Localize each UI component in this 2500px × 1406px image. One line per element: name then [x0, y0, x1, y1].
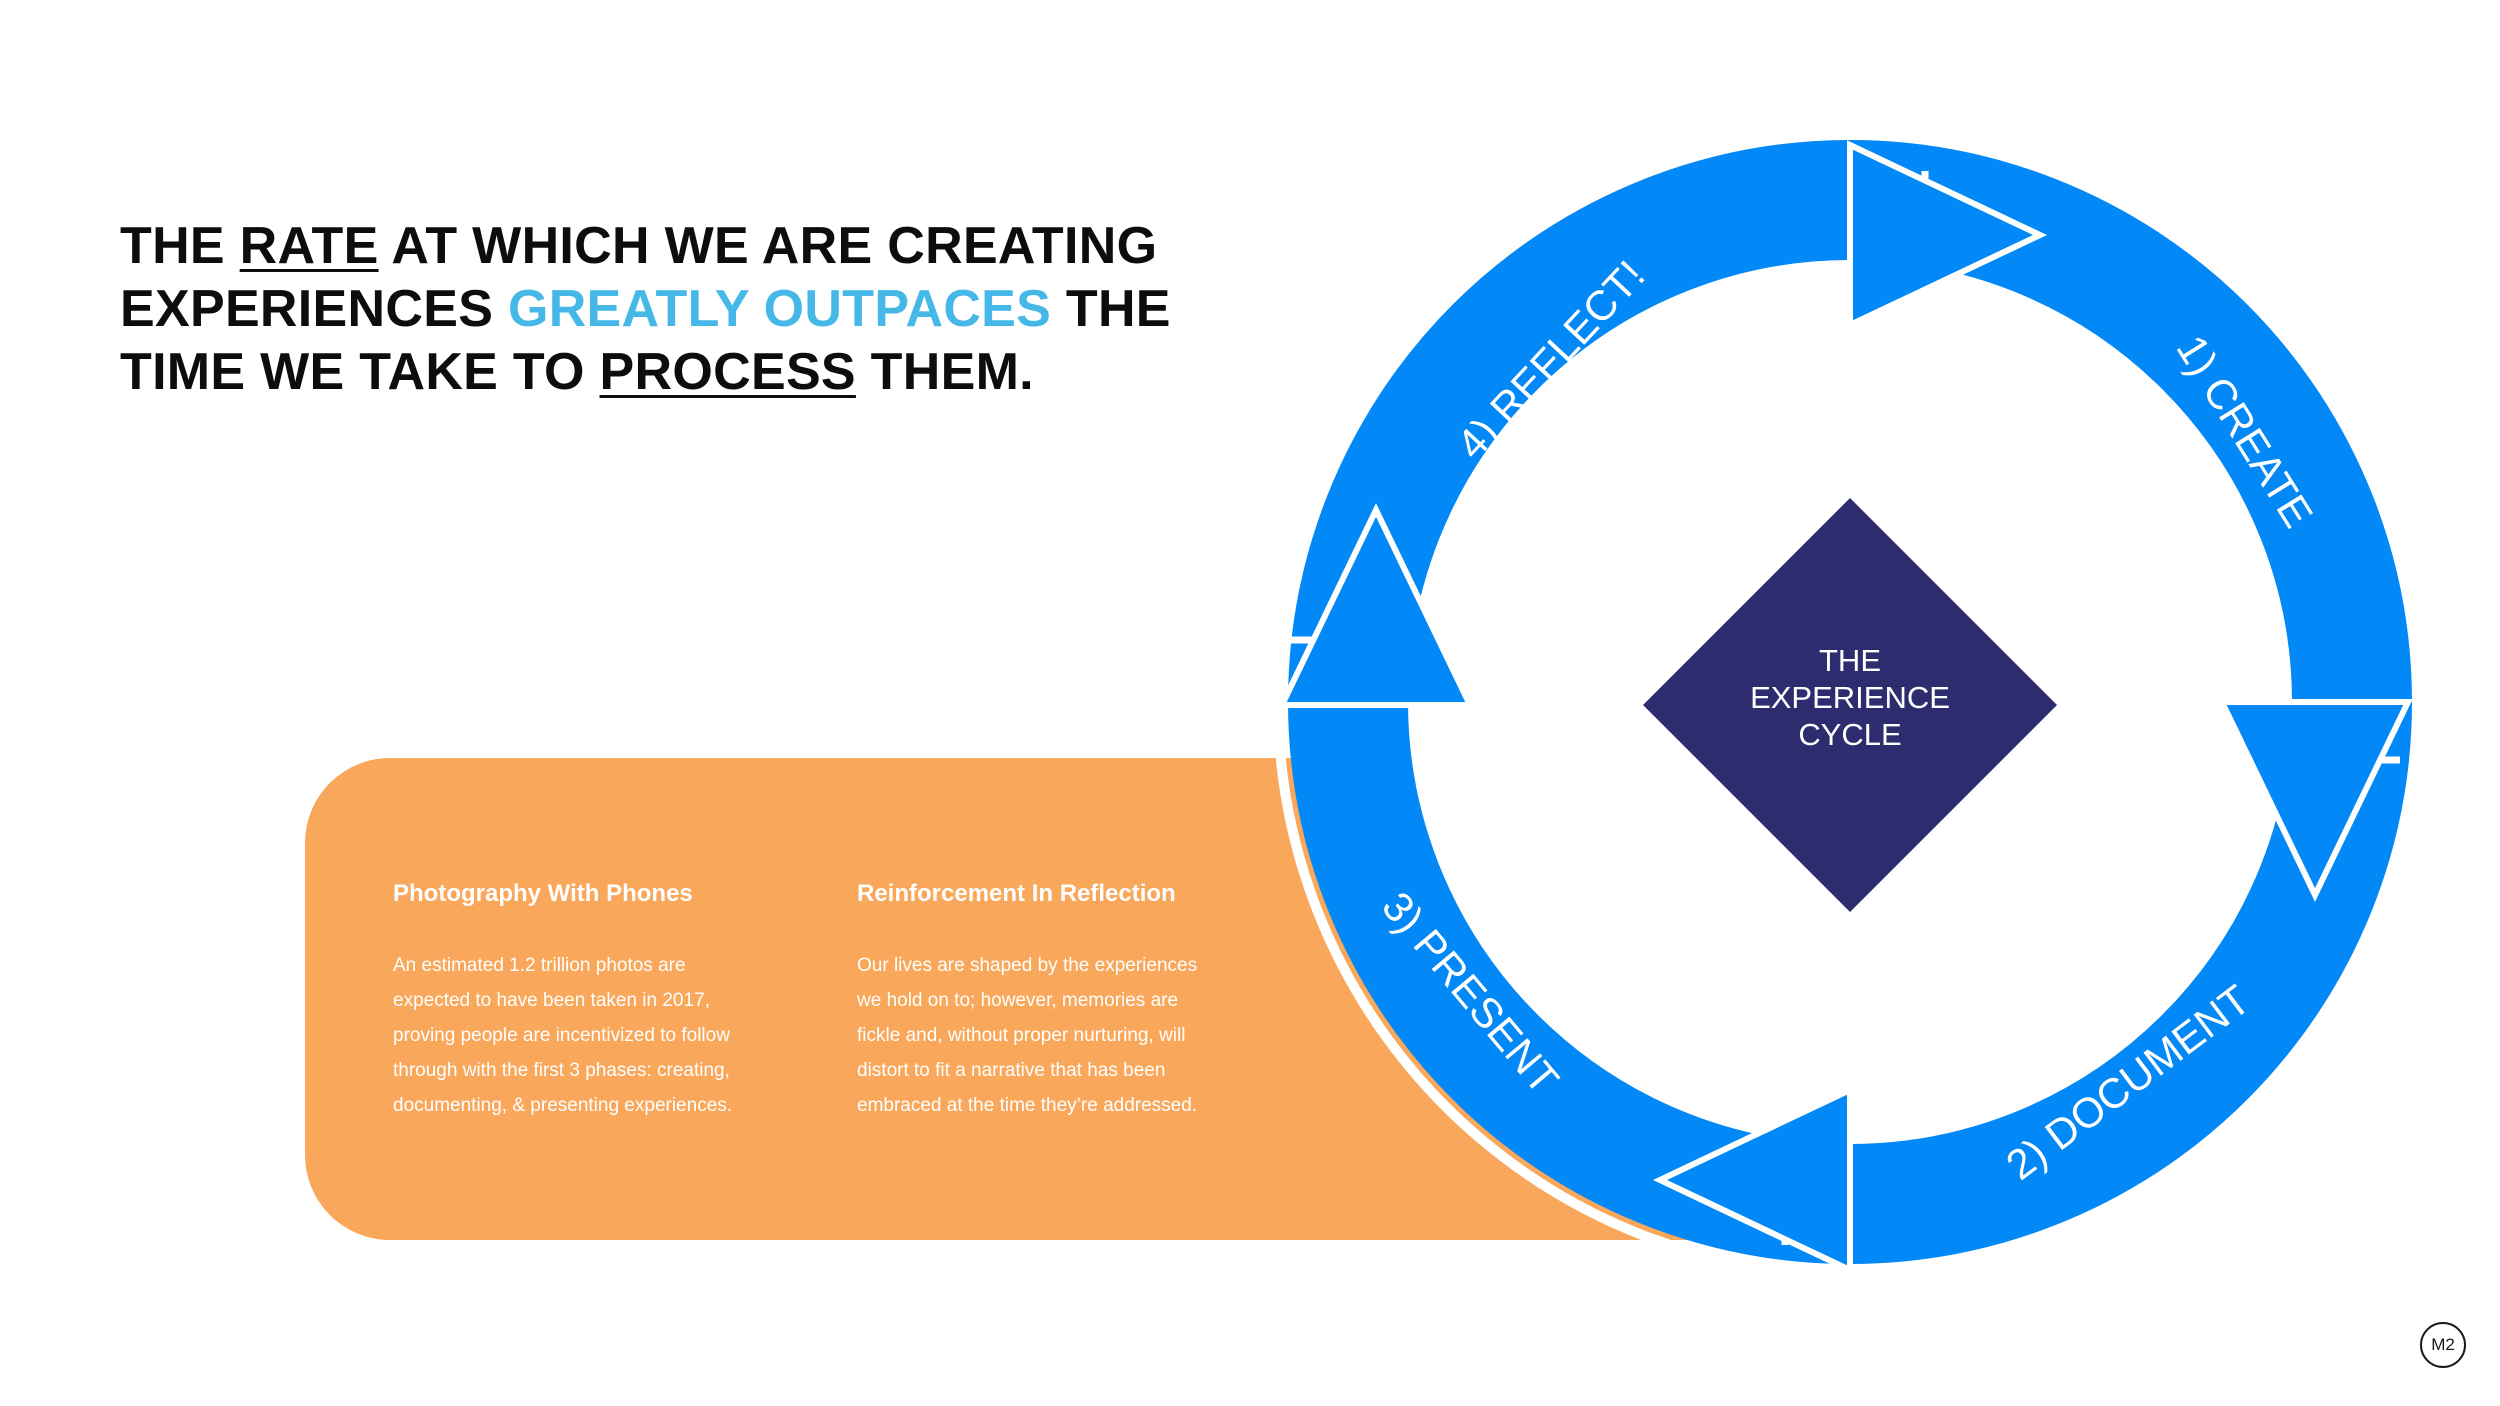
headline-highlight: GREATLY OUTPACES — [507, 280, 1052, 338]
panel-left-body: An estimated 1.2 trillion photos are exp… — [393, 948, 793, 1123]
arrowhead-left — [1277, 503, 1475, 708]
headline-process-underlined: PROCESS — [599, 343, 856, 401]
page-badge: M2 — [2420, 1322, 2466, 1368]
panel-right-line: distort to fit a narrative that has been — [857, 1060, 1166, 1081]
panel-left-line: proving people are incentivized to follo… — [393, 1025, 730, 1046]
panel-left-line: through with the first 3 phases: creatin… — [393, 1060, 730, 1081]
panel-left-line: expected to have been taken in 2017, — [393, 990, 710, 1011]
center-label-line-2: EXPERIENCE — [1750, 680, 1950, 715]
panel-right-line: fickle and, without proper nurturing, wi… — [857, 1025, 1186, 1046]
arrowhead-bottom — [1652, 1085, 1853, 1275]
headline-line-2: EXPERIENCES GREATLY OUTPACES THE — [120, 280, 1171, 338]
ring-white-gap — [1273, 125, 2427, 1279]
center-diamond — [1643, 498, 2057, 912]
panel-right-title: Reinforcement In Reflection — [857, 880, 1176, 907]
panel-right-line: Our lives are shaped by the experiences — [857, 955, 1198, 976]
panel-left-title: Photography With Phones — [393, 880, 693, 907]
panel-right-body: Our lives are shaped by the experiences … — [857, 948, 1257, 1123]
center-label-line-3: CYCLE — [1798, 717, 1901, 752]
arrowhead-top — [1847, 140, 2048, 330]
panel-left-line: An estimated 1.2 trillion photos are — [393, 955, 686, 976]
headline-line-1: THE RATE AT WHICH WE ARE CREATING — [120, 217, 1158, 275]
panel-right-line: embraced at the time they’re addressed. — [857, 1095, 1198, 1116]
headline-rate-underlined: RATE — [239, 217, 379, 275]
panel-right-line: we hold on to; however, memories are — [857, 990, 1179, 1011]
arrowhead-right — [2217, 699, 2413, 902]
orange-info-panel — [305, 758, 1690, 1240]
headline-line-3: TIME WE TAKE TO PROCESS THEM. — [120, 343, 1034, 401]
headline: THE RATE AT WHICH WE ARE CREATING EXPERI… — [120, 215, 1320, 404]
center-label-line-1: THE — [1819, 643, 1881, 678]
panel-left-line: documenting, & presenting experiences. — [393, 1095, 733, 1116]
